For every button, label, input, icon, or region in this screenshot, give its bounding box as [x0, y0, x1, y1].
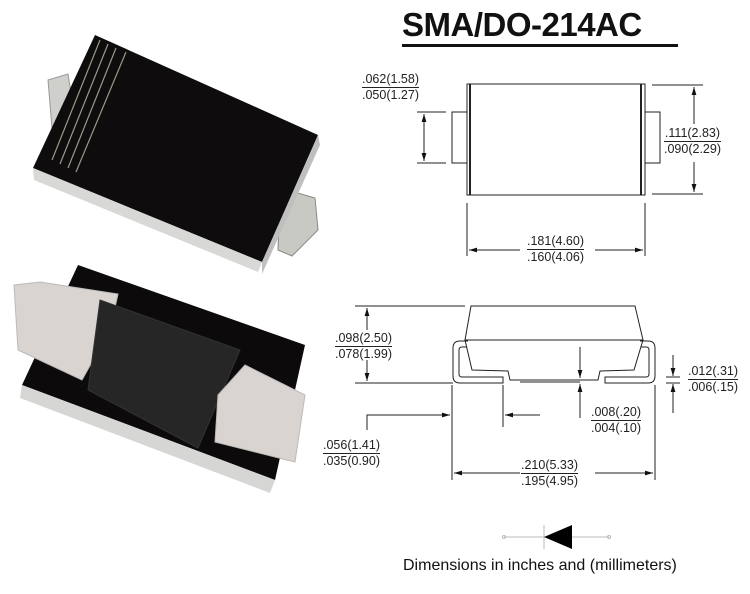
dim-body-length: .181(4.60) .160(4.06): [527, 234, 584, 264]
side-view-outline: [452, 305, 656, 384]
title-underline: [402, 44, 678, 47]
dim-lead-length: .056(1.41) .035(0.90): [323, 438, 380, 468]
dim-lead-width: .062(1.58) .050(1.27): [362, 72, 419, 102]
package-title: SMA/DO-214AC: [402, 6, 642, 43]
bottom-view-photo: [13, 265, 306, 493]
dim-lead-thickness: .012(.31) .006(.15): [688, 364, 739, 394]
dim-overall-length: .210(5.33) .195(4.95): [521, 458, 578, 488]
units-caption: Dimensions in inches and (millimeters): [403, 557, 677, 574]
component-photos: [13, 35, 320, 493]
diode-symbol-icon: [502, 525, 611, 549]
dim-height: .098(2.50) .078(1.99): [335, 331, 392, 361]
top-view-outline: [451, 83, 661, 196]
dim-standoff: .008(.20) .004(.10): [591, 405, 642, 435]
dim-body-width: .111(2.83) .090(2.29): [664, 126, 721, 156]
top-view-photo: [33, 35, 320, 274]
